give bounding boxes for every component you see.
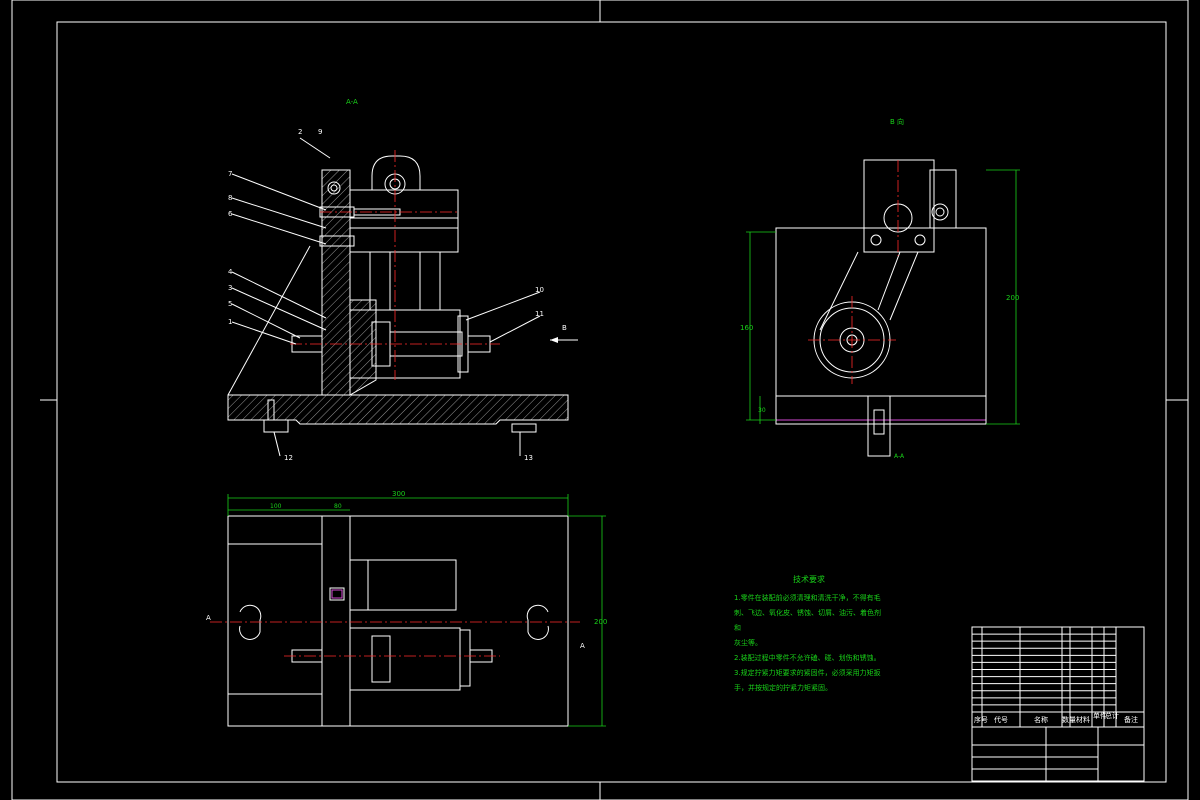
svg-text:300: 300 [392,490,405,498]
top-view: A A 300 100 80 200 [206,490,607,727]
part-label-6: 6 [228,210,233,218]
technical-requirements: 技术要求 1.零件在装配前必须清理和清洗干净，不得有毛 刺、飞边、氧化皮、锈蚀、… [734,572,884,696]
tech-line: 1.零件在装配前必须清理和清洗干净，不得有毛 [734,594,881,602]
base-plate [227,394,569,425]
svg-text:数量: 数量 [1062,715,1076,724]
svg-text:100: 100 [270,503,282,510]
tech-line: 3.规定拧紧力矩要求的紧固件，必须采用力矩扳 [734,669,881,677]
svg-text:A-A: A-A [894,453,905,460]
svg-text:代号: 代号 [994,715,1008,724]
title-block: 序号 代号 名称 数量 材料 单件 总计 备注 [971,626,1145,782]
svg-text:总计: 总计 [1105,711,1119,720]
view-b-bracket [863,159,935,253]
svg-text:材料: 材料 [1076,715,1090,724]
top-view-dims: 300 100 80 200 [227,490,607,727]
vertical-plate [321,169,351,396]
svg-text:名称: 名称 [1034,715,1048,724]
leader-lines [227,137,541,457]
svg-text:200: 200 [594,618,607,626]
part-label-9: 9 [318,128,322,136]
svg-text:30: 30 [758,407,766,414]
view-b-title: B 向 [890,117,904,126]
view-b-dims: 160 200 30 A-A [740,169,1020,460]
part-label-7: 7 [228,170,232,178]
svg-text:A: A [206,614,211,622]
part-label-4: 4 [228,268,233,276]
section-view-aa: A-A [227,98,578,462]
part-label-3: 3 [228,284,232,292]
svg-text:200: 200 [1006,294,1019,302]
part-label-11: 11 [535,310,544,318]
tech-line: 刺、飞边、氧化皮、锈蚀、切屑、油污、着色剂和 [734,609,881,632]
section-title: A-A [346,98,358,106]
view-b: B 向 160 200 [740,117,1020,460]
part-label-13: 13 [524,454,533,462]
svg-text:160: 160 [740,324,753,332]
top-housing [349,155,459,311]
svg-text:单件: 单件 [1093,711,1107,720]
svg-text:序号: 序号 [974,715,988,724]
part-label-8: 8 [228,194,232,202]
svg-text:80: 80 [334,503,342,510]
tech-title: 技术要求 [793,575,825,584]
part-label-5: 5 [228,300,232,308]
part-labels: 7 8 6 4 3 5 1 10 11 12 13 2 9 [228,128,544,462]
part-label-1: 1 [228,318,232,326]
view-arrow-b: B [550,324,578,343]
part-label-2: 2 [298,128,302,136]
sheet-frame [11,0,1189,800]
svg-text:备注: 备注 [1124,715,1138,724]
svg-text:A: A [580,642,585,650]
tech-line: 手，并按规定的拧紧力矩紧固。 [734,684,832,692]
svg-text:B: B [562,324,567,332]
part-label-10: 10 [535,286,544,294]
base-screw [263,399,537,433]
part-label-12: 12 [284,454,293,462]
tech-line: 灰尘等。 [734,639,762,647]
tech-line: 2.装配过程中零件不允许磕、碰、划伤和锈蚀。 [734,654,881,662]
